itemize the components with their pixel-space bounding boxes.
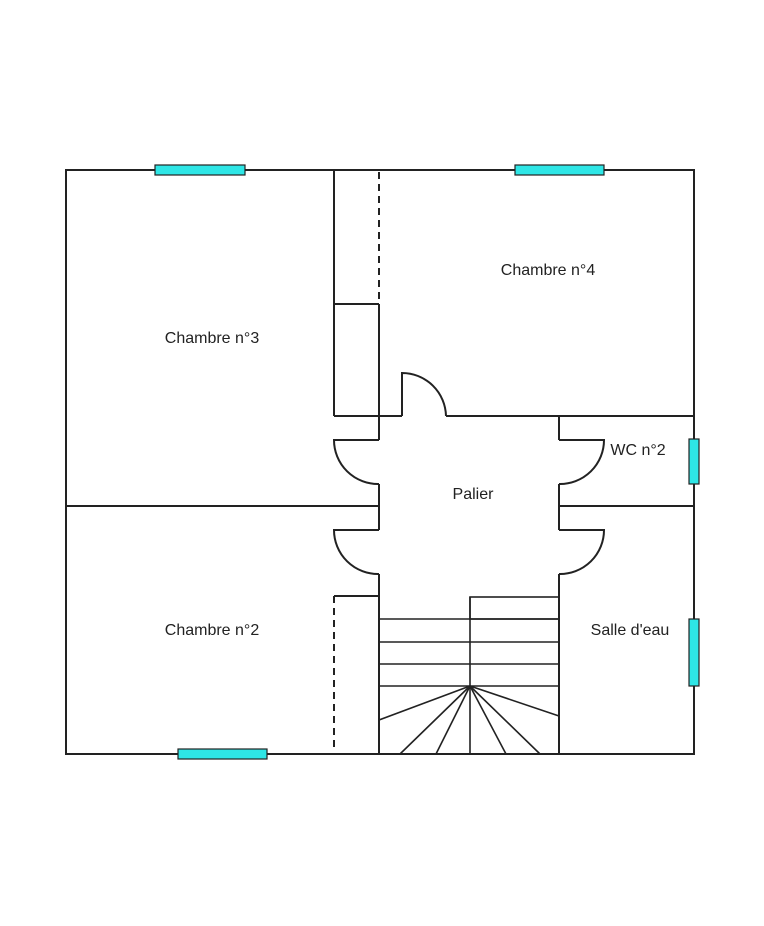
door-swings	[332, 371, 606, 576]
window-chambre4	[514, 164, 605, 176]
window-wc2	[688, 438, 700, 485]
label-palier: Palier	[453, 486, 495, 503]
door-wc	[558, 439, 606, 486]
door-chambre4	[401, 371, 447, 417]
window-chambre3	[154, 164, 246, 176]
windows	[154, 164, 700, 760]
room-labels: Chambre n°3 Chambre n°4 Chambre n°2 WC n…	[165, 262, 670, 639]
door-chambre3	[332, 439, 380, 486]
stair-landing-hatch	[469, 596, 560, 620]
door-chambre2	[332, 529, 380, 576]
door-salle-eau	[558, 529, 606, 576]
staircase	[378, 596, 560, 755]
label-salle-eau: Salle d'eau	[591, 622, 670, 639]
closet-dashed-lines	[333, 172, 380, 752]
window-chambre2	[177, 748, 268, 760]
label-wc2: WC n°2	[610, 442, 665, 459]
window-salle-eau	[688, 618, 700, 687]
label-chambre4: Chambre n°4	[501, 262, 596, 279]
label-chambre2: Chambre n°2	[165, 622, 260, 639]
label-chambre3: Chambre n°3	[165, 330, 260, 347]
